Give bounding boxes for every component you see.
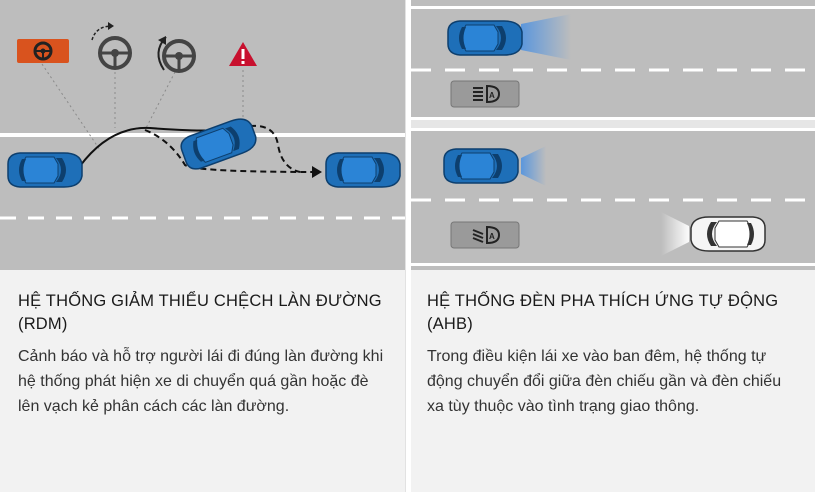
steering-correct-icon [157,36,196,73]
high-beam-auto-icon: A [450,80,520,108]
ahb-car-bottom [443,148,519,184]
rdm-title: HỆ THỐNG GIẢM THIỂU CHỆCH LÀN ĐƯỜNG (RDM… [18,292,382,333]
ahb-description: Trong điều kiện lái xe vào ban đêm, hệ t… [427,348,782,415]
warning-triangle-icon [229,42,257,66]
oncoming-car [690,216,766,252]
rdm-illustration [0,0,405,270]
ahb-scene: A A [411,0,815,270]
high-beam-auto-icon: A [450,221,520,249]
car-corrected [325,152,401,188]
ahb-text-area: HỆ THỐNG ĐÈN PHA THÍCH ỨNG TỰ ĐỘNG (AHB)… [411,270,815,492]
steering-warning-icon [17,39,69,63]
ahb-title: HỆ THỐNG ĐÈN PHA THÍCH ỨNG TỰ ĐỘNG (AHB) [427,292,779,333]
ahb-illustration: A A [411,0,815,270]
steering-assist-icon [91,22,132,70]
rdm-scene [0,0,405,270]
ahb-badge-letter-bottom: A [489,232,495,241]
car-left [7,152,83,188]
rdm-text-area: HỆ THỐNG GIẢM THIỂU CHỆCH LÀN ĐƯỜNG (RDM… [0,270,405,492]
ahb-badge-letter-top: A [489,91,495,100]
ahb-car-top [447,20,523,56]
rdm-card: HỆ THỐNG GIẢM THIỂU CHỆCH LÀN ĐƯỜNG (RDM… [0,0,406,492]
rdm-description: Cảnh báo và hỗ trợ người lái đi đúng làn… [18,348,384,415]
ahb-card: A A HỆ THỐNG ĐÈN PHA THÍC [411,0,815,492]
